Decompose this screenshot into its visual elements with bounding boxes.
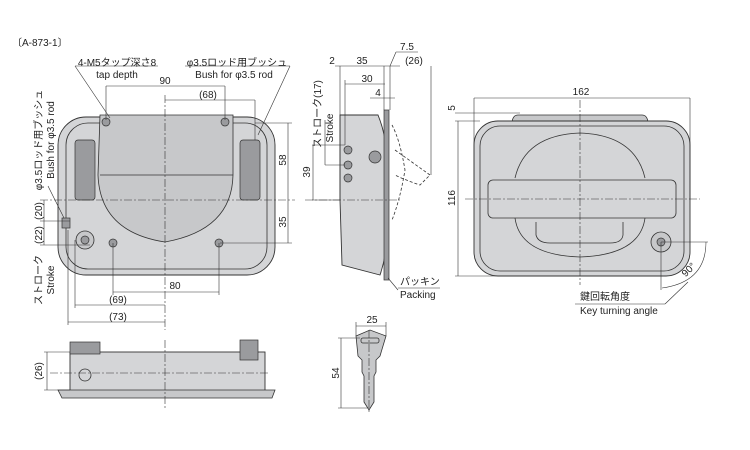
tap-label-en: tap depth (96, 70, 138, 81)
rear-dim-116: 116 (447, 190, 458, 206)
front-view (40, 65, 295, 330)
left-bush (61, 217, 71, 229)
key-angle-label-en: Key turning angle (580, 306, 658, 317)
right-latch (239, 139, 261, 201)
dim-69: (69) (109, 295, 127, 306)
stroke-label-en: Stroke (46, 265, 57, 294)
left-latch (74, 139, 96, 201)
rear-view (455, 97, 708, 305)
bush-label-jp: φ3.5ロッド用ブッシュ (187, 56, 287, 69)
bottom-body (69, 351, 266, 393)
packing-label-jp: パッキン (400, 276, 440, 288)
stroke-label-jp: ストローク (33, 255, 45, 305)
bottom-flange (57, 389, 276, 399)
left-bush-label-jp: φ3.5ロッド用ブッシュ (32, 90, 45, 190)
side-dim-26: (26) (405, 56, 423, 67)
bottom-view (44, 339, 276, 408)
left-bush-label-en: Bush for φ3.5 rod (46, 101, 57, 179)
side-stroke-jp: ストローク(17) (312, 80, 324, 148)
bush-label-en: Bush for φ3.5 rod (195, 70, 273, 81)
rear-dim-5: 5 (447, 105, 458, 111)
key-view (338, 322, 387, 414)
dim-90: 90 (159, 76, 171, 87)
packing-label-en: Packing (400, 290, 436, 301)
key-dim-25: 25 (366, 315, 378, 326)
dim-73: (73) (109, 312, 127, 323)
dim-68: (68) (199, 90, 217, 101)
key-dim-54: 54 (331, 367, 342, 379)
key-shape (355, 329, 387, 411)
side-dim-30: 30 (361, 74, 373, 85)
side-dim-7-5: 7.5 (400, 42, 414, 53)
rear-dim-162: 162 (573, 87, 590, 98)
side-dim-35: 35 (356, 56, 368, 67)
tap-label-jp: 4-M5タップ深さ8 (78, 57, 157, 69)
dim-80: 80 (169, 281, 181, 292)
dim-35: 35 (278, 216, 289, 228)
dim-22: (22) (34, 226, 45, 244)
side-dim-4: 4 (375, 88, 381, 99)
side-dim-39: 39 (302, 166, 313, 178)
side-stroke-en: Stroke (325, 113, 336, 142)
side-view (305, 51, 440, 291)
dim-58: 58 (278, 154, 289, 166)
side-body (339, 114, 389, 276)
side-dim-2: 2 (329, 56, 335, 67)
dim-20: (20) (34, 202, 45, 220)
side-flange (383, 109, 390, 281)
bottom-dim-26: (26) (34, 362, 45, 380)
drawing-id: 〔A-873-1〕 (12, 37, 68, 49)
rear-plate (473, 120, 691, 277)
key-angle-label-jp: 鍵回転角度 (580, 290, 630, 303)
